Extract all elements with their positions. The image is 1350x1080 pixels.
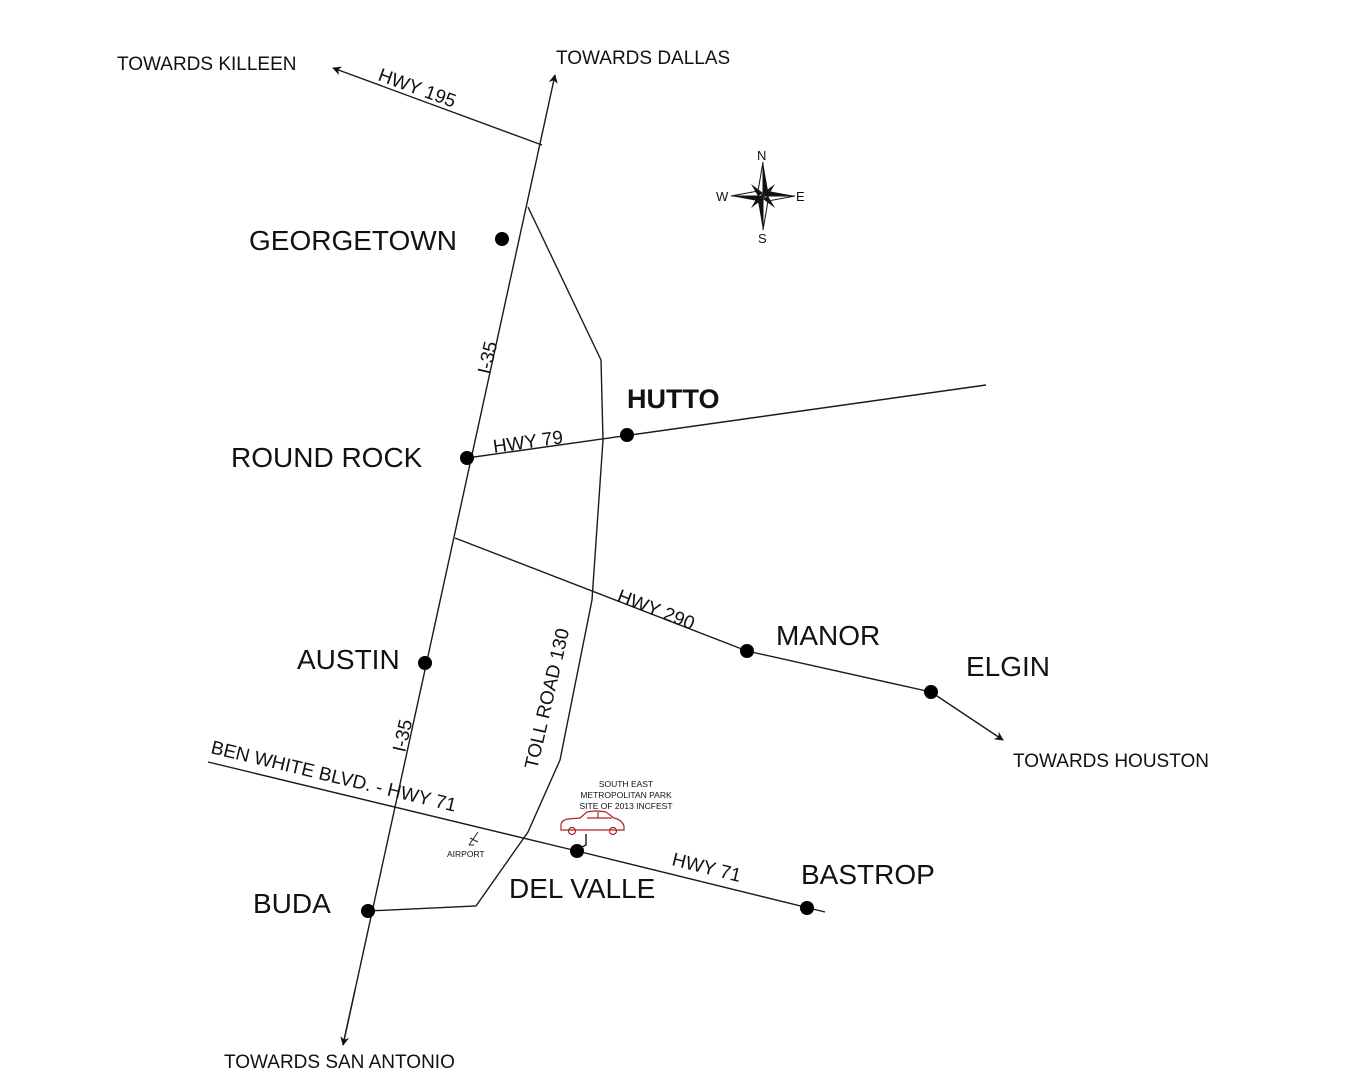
- compass-n-label: N: [757, 148, 766, 163]
- compass-e-label: E: [796, 189, 805, 204]
- car-icon: [560, 810, 625, 836]
- buda-label: BUDA: [253, 888, 331, 919]
- ben-white-blvd-label: BEN WHITE BLVD. - HWY 71: [209, 737, 459, 816]
- i35-south-label: I-35: [389, 717, 417, 754]
- del-valle-label: DEL VALLE: [509, 873, 655, 904]
- manor-label: MANOR: [776, 620, 880, 651]
- towards-san-antonio-label: TOWARDS SAN ANTONIO: [224, 1052, 455, 1073]
- georgetown-dot: [495, 232, 509, 246]
- towards-houston-label: TOWARDS HOUSTON: [1013, 751, 1209, 772]
- towards-dallas-label: TOWARDS DALLAS: [556, 48, 730, 69]
- georgetown-label: GEORGETOWN: [249, 225, 457, 256]
- towards-killeen-label: TOWARDS KILLEEN: [117, 54, 297, 75]
- i35-south-arrow: [340, 989, 356, 1046]
- round-rock-label: ROUND ROCK: [231, 442, 423, 473]
- airplane-icon: [468, 831, 479, 846]
- hwy79-road: [466, 384, 987, 459]
- austin-dot: [418, 656, 432, 670]
- i35-north-label: I-35: [474, 339, 502, 376]
- toll-road-130-label: TOLL ROAD 130: [521, 626, 574, 771]
- bastrop-dot: [800, 901, 814, 915]
- compass-rose-icon: [730, 161, 796, 231]
- elgin-label: ELGIN: [966, 651, 1050, 682]
- compass-w-label: W: [716, 189, 729, 204]
- round-rock-dot: [460, 451, 474, 465]
- park-leader-line: [579, 834, 587, 849]
- hutto-label: HUTTO: [627, 384, 720, 414]
- buda-dot: [361, 904, 375, 918]
- hwy195-label: HWY 195: [375, 65, 458, 112]
- elgin-dot: [924, 685, 938, 699]
- hwy79-label: HWY 79: [492, 427, 565, 458]
- hwy290-east-arrow: [930, 691, 1004, 741]
- park-label-line2: METROPOLITAN PARK: [580, 790, 672, 800]
- hwy290-label: HWY 290: [614, 586, 697, 635]
- bastrop-label: BASTROP: [801, 859, 935, 890]
- hwy195-road: [332, 66, 543, 146]
- toll-road-130: [367, 206, 604, 912]
- i35-road: [342, 74, 558, 1046]
- park-label-line1: SOUTH EAST: [599, 779, 653, 789]
- park-label-line3: SITE OF 2013 INCFEST: [579, 801, 672, 811]
- hwy71-label: HWY 71: [670, 849, 743, 886]
- del-valle-dot: [570, 844, 584, 858]
- hutto-dot: [620, 428, 634, 442]
- manor-dot: [740, 644, 754, 658]
- airport-label: AIRPORT: [447, 849, 485, 859]
- compass-s-label: S: [758, 231, 767, 246]
- austin-label: AUSTIN: [297, 644, 400, 675]
